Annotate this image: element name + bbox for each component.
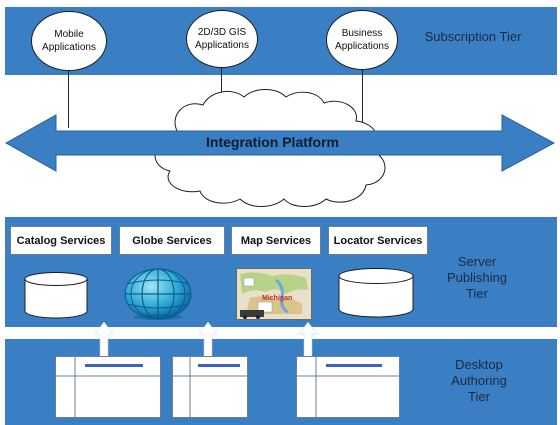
desktop-window-1 (55, 356, 161, 418)
integration-cloud-and-arrow (4, 89, 556, 207)
desktop-window-2 (172, 356, 248, 418)
business-applications-line1: Business (341, 28, 383, 39)
map-thumbnail-label: Michigan (262, 295, 292, 302)
server-tier-label: Server Publishing Tier (432, 254, 522, 302)
business-applications-line2: Applications (335, 41, 389, 52)
server-tier-line3: Tier (466, 286, 488, 301)
gis-applications-node: 2D/3D GIS Applications (186, 10, 258, 68)
catalog-services-box: Catalog Services (10, 226, 112, 255)
desktop-tier-label: Desktop Authoring Tier (436, 357, 522, 405)
gis-applications-line1: 2D/3D GIS (197, 27, 247, 38)
business-connector-line (362, 68, 363, 128)
catalog-database-icon (24, 272, 88, 319)
server-tier-line1: Server (457, 254, 497, 269)
server-tier-line2: Publishing (447, 270, 507, 285)
mobile-connector-line (68, 70, 69, 128)
mobile-applications-line1: Mobile (54, 29, 84, 40)
mobile-applications-line2: Applications (42, 42, 96, 53)
globe-services-box: Globe Services (119, 226, 225, 255)
desktop-tier-line1: Desktop (455, 357, 503, 372)
desktop-window-3 (296, 356, 400, 418)
integration-arrow (4, 114, 556, 172)
gis-applications-line2: Applications (195, 40, 249, 51)
desktop-tier-line2: Authoring (451, 373, 507, 388)
locator-services-box: Locator Services (328, 226, 428, 255)
michigan-map-thumbnail: Michigan (236, 268, 312, 320)
integration-platform-label: Integration Platform (206, 134, 340, 150)
subscription-tier-label: Subscription Tier (424, 29, 522, 44)
locator-database-icon (338, 268, 414, 318)
up-arrow-right (298, 321, 318, 361)
desktop-tier-line3: Tier (468, 389, 490, 404)
up-arrow-middle (198, 321, 218, 361)
upload-arrows (94, 321, 318, 361)
up-arrow-left (94, 321, 114, 361)
globe-icon (124, 268, 192, 320)
map-services-box: Map Services (231, 226, 321, 255)
